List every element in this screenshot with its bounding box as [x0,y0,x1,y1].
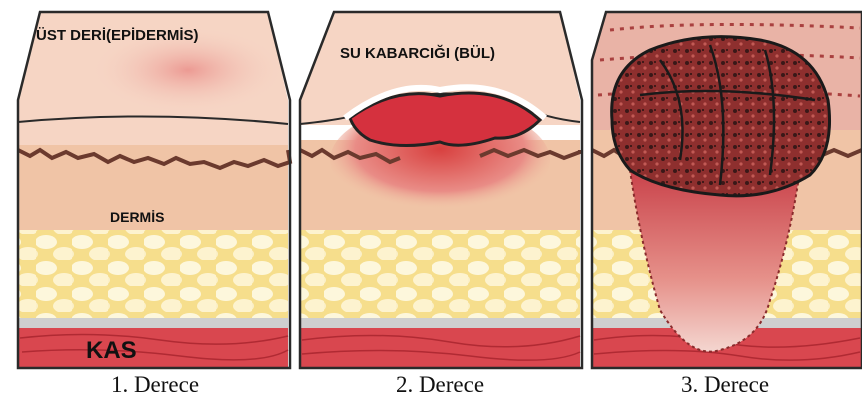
panel-second-degree: SU KABARCIĞI (BÜL) [300,12,582,368]
caption-first-degree: 1. Derece [55,372,255,398]
caption-second-degree: 2. Derece [340,372,540,398]
blister-label: SU KABARCIĞI (BÜL) [340,44,495,62]
panel-third-degree [592,12,862,368]
dermis-label: DERMİS [110,209,164,225]
fat-layer [300,228,580,318]
panel-first-degree: ÜST DERİ(EPİDERMİS) DERMİS KAS [18,12,290,368]
fat-layer [18,228,288,318]
muscle-label: KAS [86,337,137,364]
epidermis-label: ÜST DERİ(EPİDERMİS) [36,27,199,44]
caption-third-degree: 3. Derece [625,372,825,398]
